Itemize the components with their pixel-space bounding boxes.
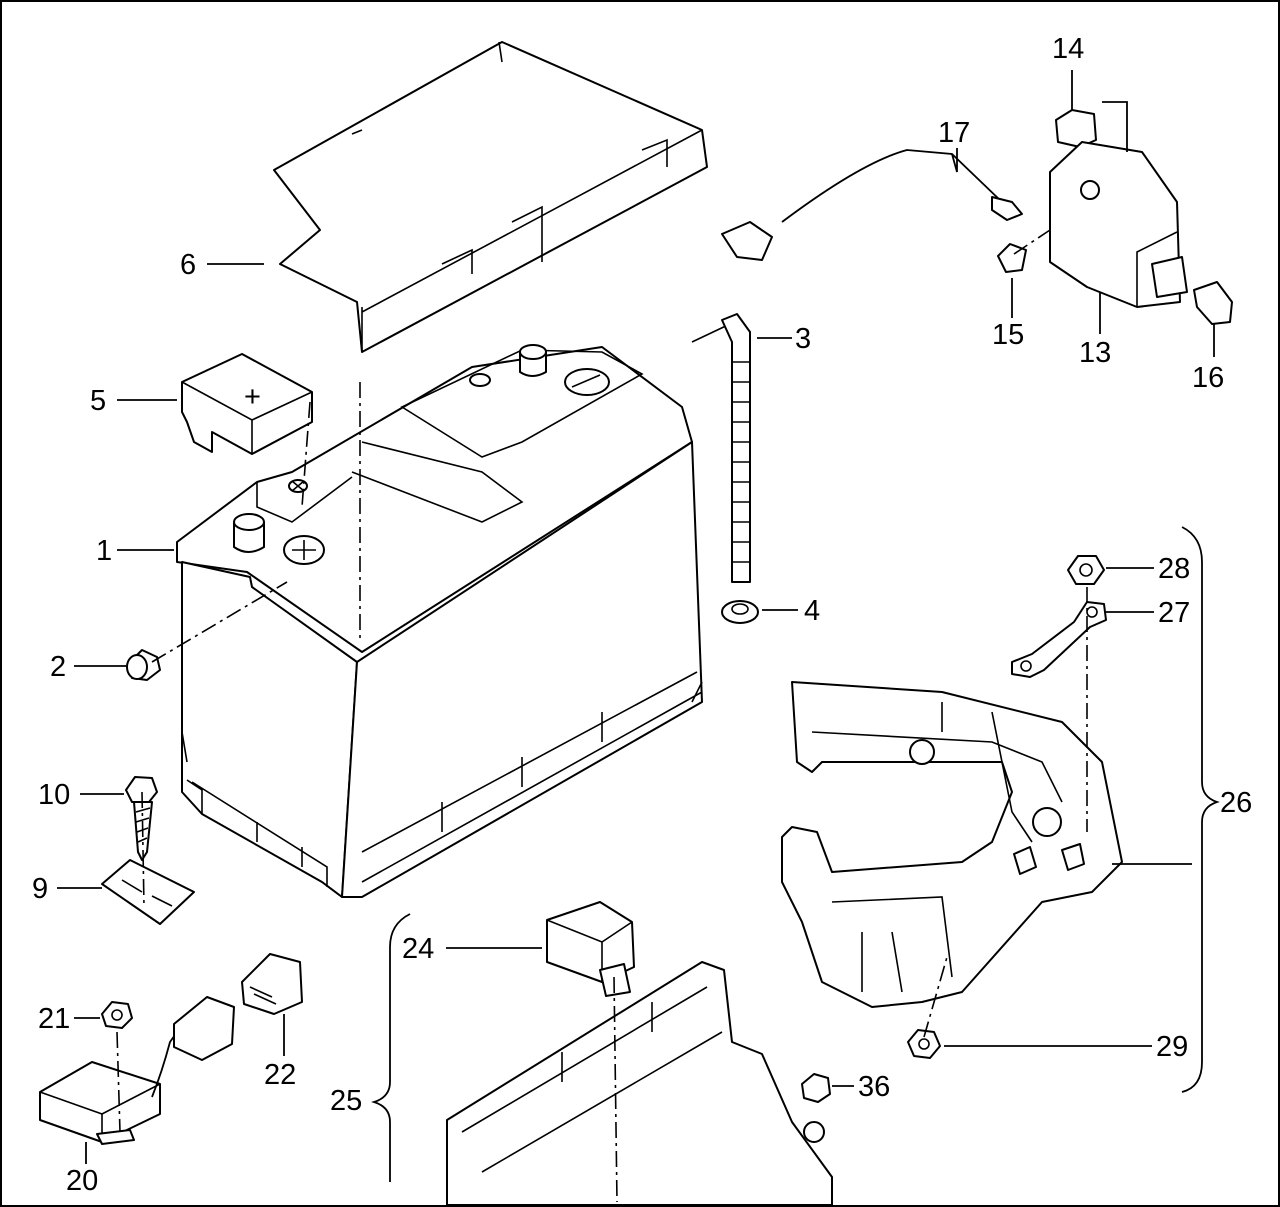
callout-15: 15 [992,319,1024,351]
callout-16: 16 [1192,362,1224,394]
part-20-relay[interactable] [39,1031,178,1145]
assembly-axes [116,229,1088,1203]
callout-5: 5 [90,385,106,417]
callout-labels: 1 2 3 4 5 6 9 10 13 14 15 16 17 20 21 22… [32,33,1252,1197]
brace-25 [370,913,411,1182]
callout-21: 21 [38,1003,70,1035]
callout-27: 27 [1158,597,1190,629]
callout-10: 10 [38,779,70,811]
part-9-clamp-plate[interactable] [101,859,195,925]
part-2-plug[interactable] [126,649,161,681]
plus-mark: + [244,381,261,413]
callout-36: 36 [858,1071,890,1103]
callout-9: 9 [32,873,48,905]
callout-29: 29 [1156,1031,1188,1063]
callout-2: 2 [50,651,66,683]
brace-26 [1181,526,1220,1093]
part-4-grommet[interactable] [721,600,759,624]
part-6-battery-cover[interactable] [273,41,708,353]
part-17-ground-cable[interactable] [721,149,1023,261]
part-26-fuse-carrier[interactable] [781,681,1123,1008]
callout-25: 25 [330,1085,362,1117]
part-25-electronics-box[interactable] [446,961,833,1205]
part-29-nut[interactable] [907,1029,941,1059]
part-24-fuse-holder[interactable] [546,901,635,997]
part-1-battery[interactable] [176,344,703,898]
leader-lines [57,70,1215,1164]
part-27-ground-strap[interactable] [1011,601,1107,678]
callout-14: 14 [1052,33,1084,65]
part-3-vent-hose[interactable] [691,313,751,583]
callout-6: 6 [180,249,196,281]
callout-13: 13 [1079,337,1111,369]
part-22-connector[interactable] [241,953,303,1015]
part-21-nut[interactable] [101,1001,133,1029]
part-28-nut[interactable] [1067,555,1105,585]
callout-17: 17 [938,117,970,149]
part-13-module[interactable] [1049,141,1188,308]
callout-26: 26 [1220,787,1252,819]
part-5-terminal-cover[interactable] [181,353,313,455]
callout-4: 4 [804,595,820,627]
callout-1: 1 [96,535,112,567]
callout-22: 22 [264,1059,296,1091]
callout-3: 3 [795,323,811,355]
part-14-nut[interactable] [1055,109,1097,148]
part-16-clip[interactable] [1193,281,1233,325]
callout-28: 28 [1158,553,1190,585]
part-20-connector[interactable] [173,996,235,1061]
callout-24: 24 [402,933,434,965]
callout-20: 20 [66,1165,98,1197]
part-10-bolt[interactable] [125,776,158,861]
